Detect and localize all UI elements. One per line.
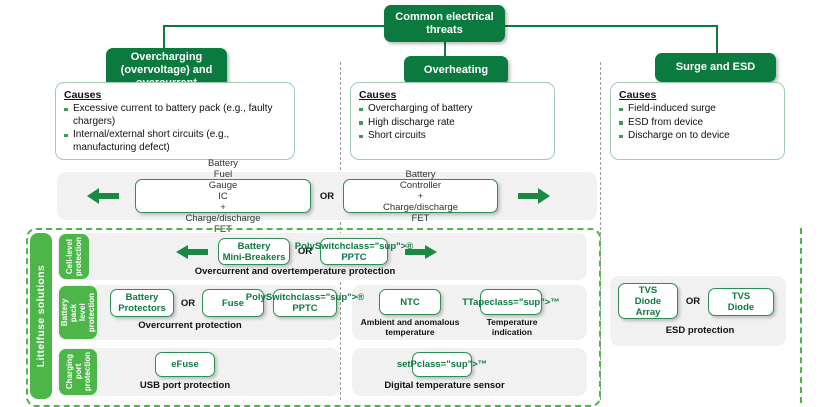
caption-digital-temperature-sensor: Digital temperature sensor xyxy=(384,380,505,391)
cause-item: ESD from device xyxy=(619,117,776,130)
arrow-right-icon xyxy=(517,186,551,206)
chip-setp[interactable]: setPclass="sup">™ xyxy=(397,352,487,377)
littelfuse-solutions-sidebar: Littelfuse solutions xyxy=(30,233,52,399)
chip-ttape[interactable]: TTapeclass="sup">™ xyxy=(462,289,560,315)
cause-panel-title: Causes xyxy=(64,89,102,101)
arrow-left-icon xyxy=(86,186,120,206)
cause-item: High discharge rate xyxy=(359,117,546,130)
cause-panel-overheating: Causes Overcharging of battery High disc… xyxy=(350,82,555,160)
column-divider-right xyxy=(600,62,601,400)
connector-h-left xyxy=(163,25,444,27)
caption-temperature-indication: Temperature indication xyxy=(486,317,538,337)
connector-v-overcharging xyxy=(163,25,165,48)
chip-ntc[interactable]: NTC xyxy=(379,289,441,315)
threat-label: Surge and ESD xyxy=(675,61,756,73)
caption-ambient-anomalous-temperature: Ambient and anomalous temperature xyxy=(360,317,460,337)
cause-panel-overcharging: Causes Excessive current to battery pack… xyxy=(55,82,295,160)
or-label: OR xyxy=(180,297,196,309)
connector-root-down xyxy=(444,42,446,56)
threat-box-overheating[interactable]: Overheating xyxy=(404,56,508,85)
cause-list: Field-induced surge ESD from device Disc… xyxy=(619,103,776,143)
or-label: OR xyxy=(297,246,313,257)
cause-item: Field-induced surge xyxy=(619,103,776,116)
chip-label: PolySwitchclass="sup">®PPTC xyxy=(294,240,414,263)
or-label: OR xyxy=(685,295,701,307)
connector-h-right xyxy=(504,25,716,27)
chip-label: setPclass="sup">™ xyxy=(396,359,488,370)
chip-polyswitch-pptc-cell[interactable]: PolySwitchclass="sup">®PPTC xyxy=(295,238,413,265)
chip-fuse[interactable]: Fuse xyxy=(202,289,264,317)
cause-item: Overcharging of battery xyxy=(359,103,546,116)
threat-box-surge-esd[interactable]: Surge and ESD xyxy=(655,53,776,82)
chip-label: Fuse xyxy=(221,297,245,309)
arrow-left-icon xyxy=(175,243,209,261)
caption-overcurrent-protection: Overcurrent protection xyxy=(138,320,242,331)
esd-section-outline-right xyxy=(800,228,802,403)
threat-label: Common electrical threats xyxy=(395,10,494,36)
column-divider-left xyxy=(340,62,341,400)
cause-panel-title: Causes xyxy=(359,89,397,101)
cause-item: Short circuits xyxy=(359,130,546,143)
connector-v-surge xyxy=(716,25,718,53)
chip-label: PolySwitchclass="sup">®PPTC xyxy=(245,292,365,314)
cause-panel-surge-esd: Causes Field-induced surge ESD from devi… xyxy=(610,82,785,160)
caption-esd-protection: ESD protection xyxy=(665,325,735,336)
chip-label: TTapeclass="sup">™ xyxy=(462,296,560,308)
threat-box-common-electrical-threats[interactable]: Common electrical threats xyxy=(384,5,505,42)
chip-efuse[interactable]: eFuse xyxy=(155,352,215,377)
cause-item: Discharge on to device xyxy=(619,130,776,143)
caption-usb-port-protection: USB port protection xyxy=(139,380,231,391)
cause-item: Excessive current to battery pack (e.g.,… xyxy=(64,103,286,128)
chip-label: eFuse xyxy=(171,359,199,370)
cause-panel-title: Causes xyxy=(619,89,657,101)
arrow-right-icon xyxy=(404,243,438,261)
cause-list: Excessive current to battery pack (e.g.,… xyxy=(64,103,286,154)
cause-item: Internal/external short circuits (e.g., … xyxy=(64,129,286,154)
threat-label: Overheating xyxy=(423,64,489,76)
cause-list: Overcharging of battery High discharge r… xyxy=(359,103,546,143)
caption-overcurrent-overtemperature: Overcurrent and overtemperature protecti… xyxy=(194,266,396,277)
sidebar-label: Littelfuse solutions xyxy=(35,264,47,368)
chip-label: NTC xyxy=(400,296,420,308)
chip-polyswitch-pptc-pack[interactable]: PolySwitchclass="sup">®PPTC xyxy=(246,289,364,317)
or-label: OR xyxy=(319,190,335,202)
